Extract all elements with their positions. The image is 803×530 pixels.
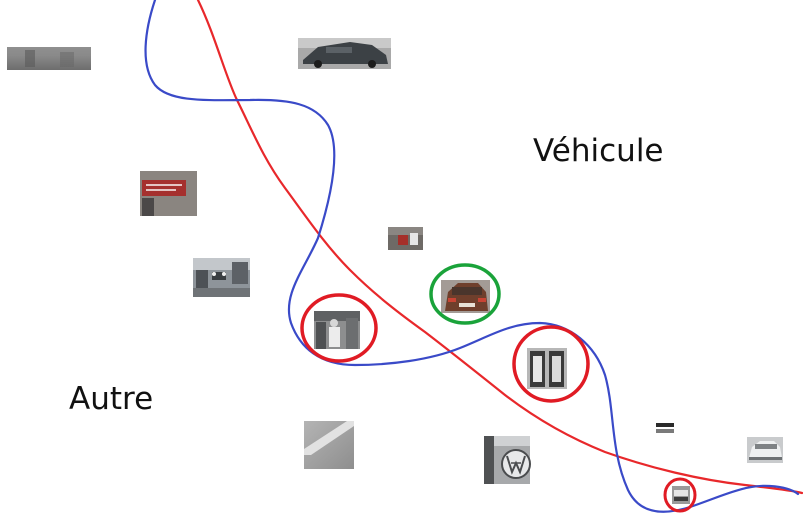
thumbnail-white-car xyxy=(747,437,783,463)
red-circle-person xyxy=(300,293,378,363)
red-circle-small-car xyxy=(663,477,697,513)
other-region-label: Autre xyxy=(69,381,154,417)
blue-boundary-curve xyxy=(144,0,800,513)
thumbnail-road-marking xyxy=(304,421,354,469)
thumbnail-blurry-gray-street xyxy=(7,47,91,70)
vehicle-region-label: Véhicule xyxy=(533,133,664,169)
thumbnail-tiny-license-plate xyxy=(654,420,676,436)
thumbnail-street-traffic xyxy=(193,258,250,297)
red-circle-shop-window xyxy=(512,325,590,403)
thumbnail-small-car-icon xyxy=(672,486,690,504)
green-circle-brown-car xyxy=(429,263,501,325)
thumbnail-shop-window xyxy=(527,348,567,389)
thumbnail-small-dark-object xyxy=(388,227,423,250)
thumbnail-brown-car-rear xyxy=(441,280,490,313)
red-boundary-curve xyxy=(196,0,803,495)
thumbnail-vw-logo xyxy=(484,436,531,484)
thumbnail-person-standing xyxy=(314,311,360,349)
thumbnail-red-sign xyxy=(140,171,197,216)
thumbnail-dark-sedan xyxy=(298,38,391,69)
